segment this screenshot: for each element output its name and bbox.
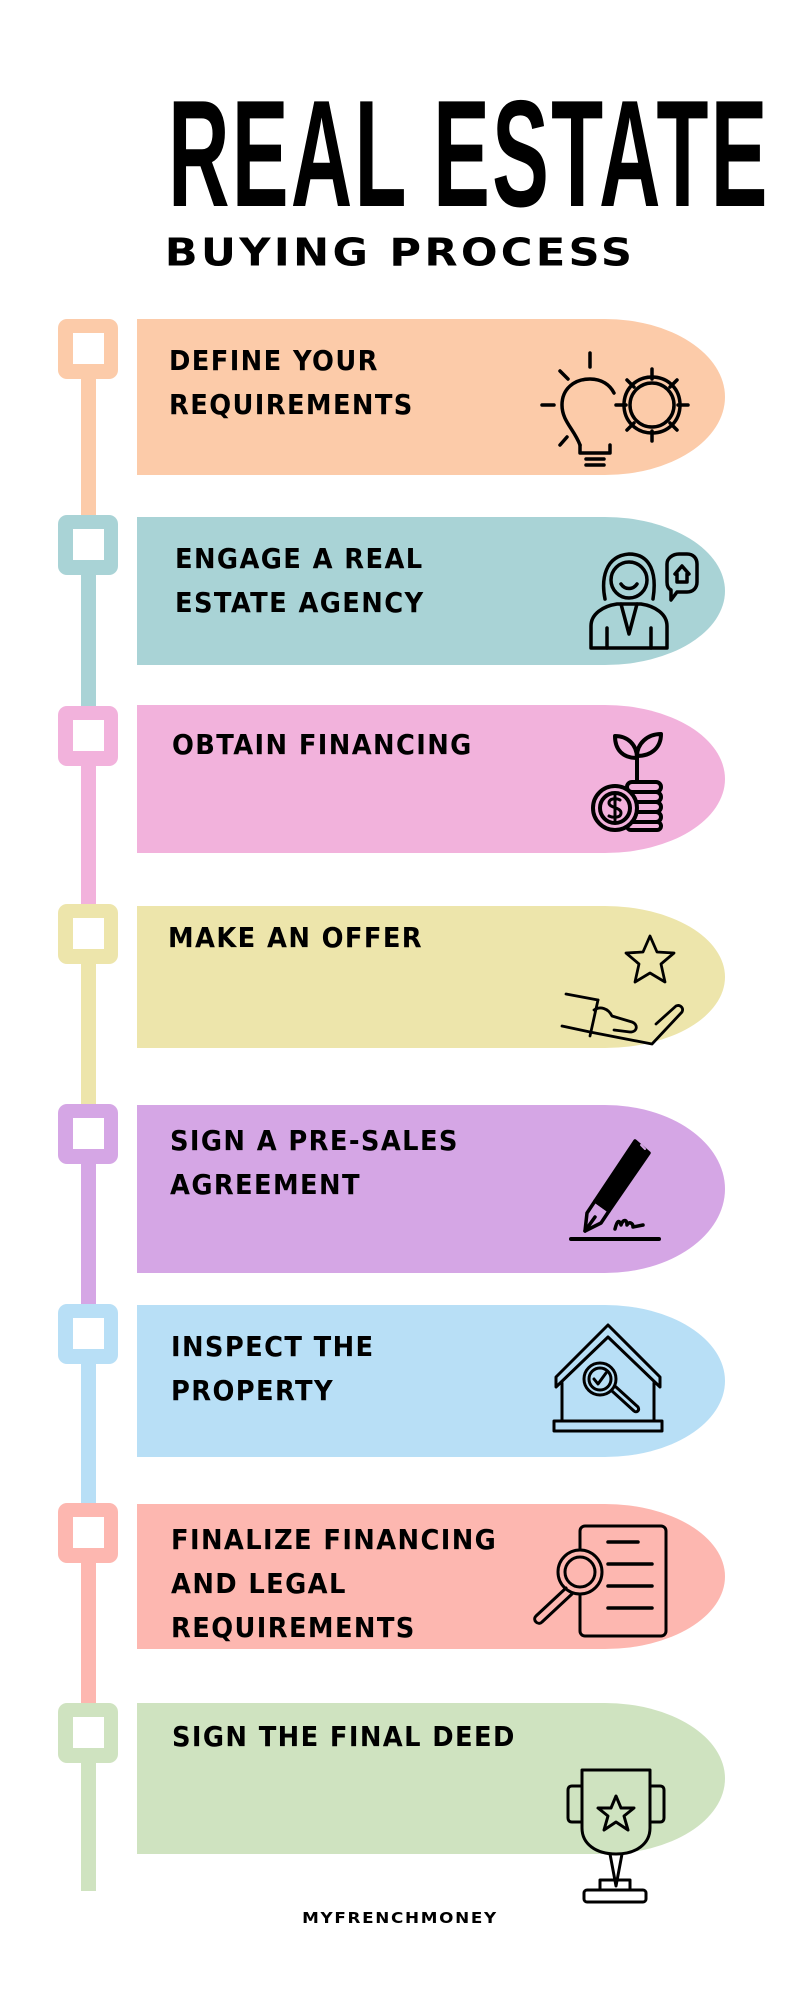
step-card-inspect-property: INSPECT THE PROPERTY — [137, 1305, 725, 1457]
step-card-obtain-financing: OBTAIN FINANCING — [137, 705, 725, 853]
step-6-checkbox — [58, 1304, 118, 1364]
house-inspection-icon — [552, 1323, 664, 1435]
step-3-checkbox — [58, 706, 118, 766]
step-card-sign-final-deed: SIGN THE FINAL DEED — [137, 1703, 725, 1904]
step-card-make-offer: MAKE AN OFFER — [137, 906, 725, 1048]
step-4-checkbox — [58, 904, 118, 964]
page-subtitle: BUYING PROCESS — [164, 231, 636, 275]
trophy-star-icon — [566, 1768, 666, 1904]
document-search-icon — [528, 1524, 668, 1644]
timeline-segment-1 — [81, 370, 96, 520]
lightbulb-gear-icon — [540, 349, 705, 469]
timeline-segment-4 — [81, 960, 96, 1110]
page-title: REAL ESTATE — [168, 69, 770, 239]
step-7-checkbox — [58, 1503, 118, 1563]
step-label: OBTAIN FINANCING — [172, 728, 473, 761]
real-estate-agent-icon — [587, 544, 702, 652]
timeline-segment-3 — [81, 760, 96, 910]
timeline-segment-6 — [81, 1360, 96, 1510]
step-label: SIGN THE FINAL DEED — [172, 1720, 516, 1753]
timeline-segment-8 — [81, 1760, 96, 1891]
timeline-segment-2 — [81, 570, 96, 710]
step-label: SIGN A PRE-SALES AGREEMENT — [170, 1124, 459, 1201]
step-label: ENGAGE A REAL ESTATE AGENCY — [175, 542, 425, 619]
step-label: MAKE AN OFFER — [168, 921, 424, 954]
fountain-pen-signature-icon — [565, 1135, 665, 1245]
step-card-finalize-financing: FINALIZE FINANCING AND LEGAL REQUIREMENT… — [137, 1504, 725, 1649]
money-plant-coins-icon — [589, 730, 669, 835]
step-label: INSPECT THE PROPERTY — [171, 1330, 375, 1407]
brand-footer: MYFRENCHMONEY — [302, 1909, 498, 1927]
step-label: DEFINE YOUR REQUIREMENTS — [169, 344, 414, 421]
step-card-sign-pre-sales: SIGN A PRE-SALES AGREEMENT — [137, 1105, 725, 1273]
timeline-segment-5 — [81, 1160, 96, 1310]
step-1-checkbox — [58, 319, 118, 379]
step-5-checkbox — [58, 1104, 118, 1164]
step-card-define-requirements: DEFINE YOUR REQUIREMENTS — [137, 319, 725, 475]
step-card-engage-agency: ENGAGE A REAL ESTATE AGENCY — [137, 517, 725, 665]
timeline-segment-7 — [81, 1560, 96, 1710]
hand-offering-star-icon — [560, 932, 690, 1046]
step-8-checkbox — [58, 1703, 118, 1763]
step-2-checkbox — [58, 515, 118, 575]
step-label: FINALIZE FINANCING AND LEGAL REQUIREMENT… — [171, 1523, 498, 1644]
